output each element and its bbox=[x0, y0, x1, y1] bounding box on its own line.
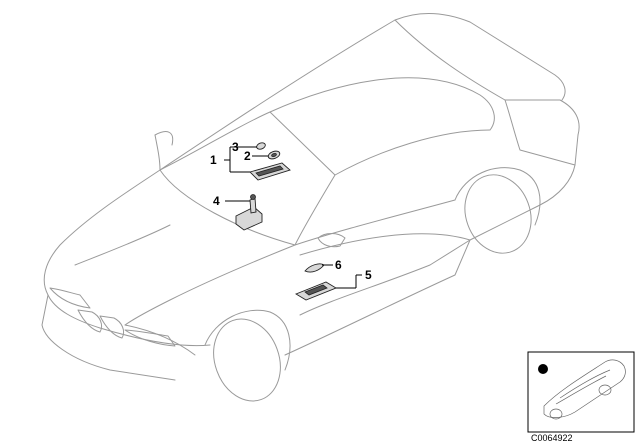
part-5-footwell-light bbox=[294, 281, 338, 301]
diagram-code: C0064922 bbox=[531, 433, 573, 443]
callout-5: 5 bbox=[365, 268, 372, 282]
part-4-sensor bbox=[235, 194, 263, 231]
part-2-bulb bbox=[267, 150, 281, 160]
thumbnail-inset: C0064922 bbox=[527, 351, 635, 443]
part-6-bulb bbox=[304, 263, 325, 273]
callout-3: 3 bbox=[232, 140, 239, 154]
callout-4: 4 bbox=[213, 194, 220, 208]
callout-6: 6 bbox=[335, 258, 342, 272]
car-outline bbox=[41, 12, 580, 402]
position-marker bbox=[538, 364, 548, 374]
callout-1: 1 bbox=[210, 153, 217, 167]
callout-2: 2 bbox=[244, 149, 251, 163]
leader-lines bbox=[224, 146, 362, 289]
part-3-cover bbox=[256, 142, 266, 150]
part-1-interior-light bbox=[249, 162, 291, 181]
